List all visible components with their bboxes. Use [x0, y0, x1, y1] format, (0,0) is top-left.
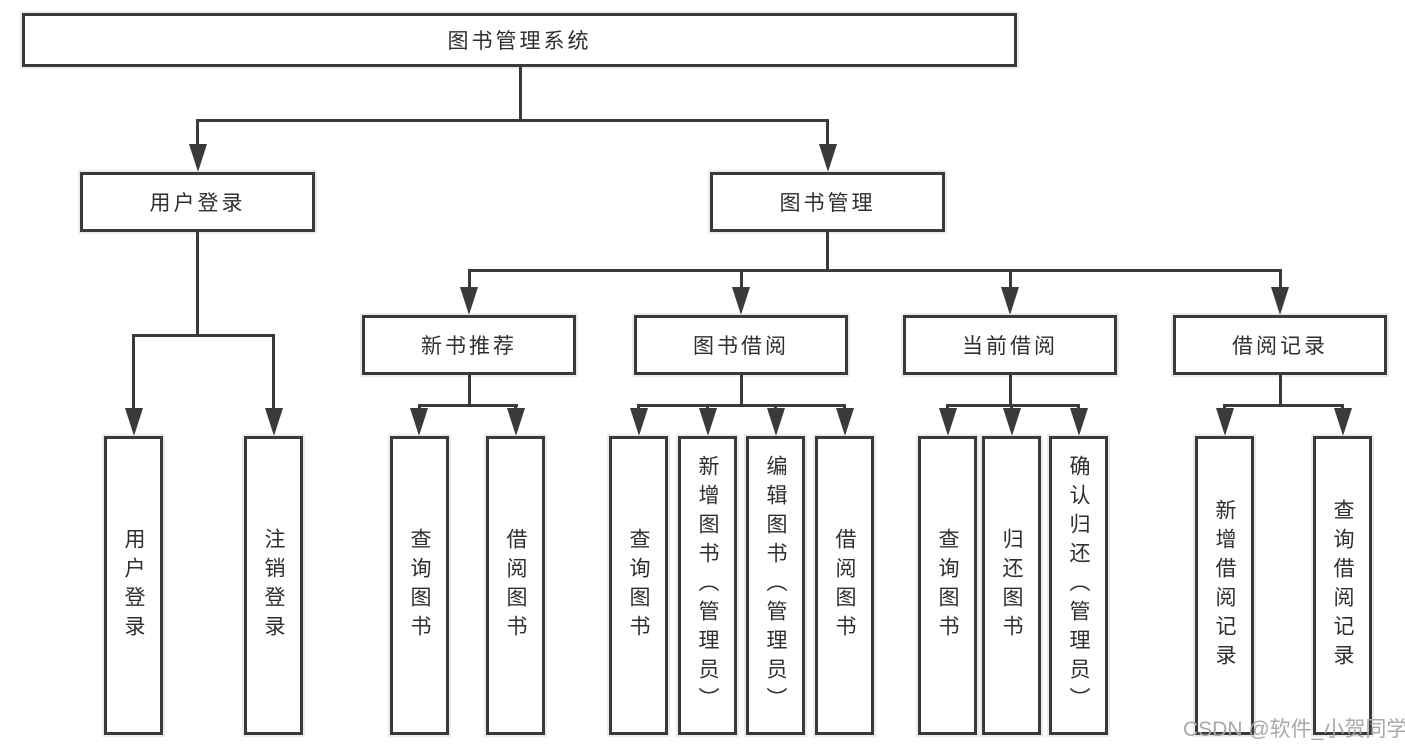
- leaf-query-book-recommend-label: 查询图书: [408, 527, 431, 644]
- node-book-management: 图书管理: [710, 172, 945, 232]
- connector-root-trunk: [518, 67, 522, 120]
- connector-book-management-trunk: [826, 232, 829, 270]
- connector-borrow-records-branch: [1223, 403, 1344, 407]
- leaf-logout: 注销登录: [244, 436, 303, 735]
- node-user-login-label: 用户登录: [149, 192, 246, 215]
- leaf-user-login: 用户登录: [104, 436, 163, 735]
- leaf-borrow-book-borrow: 借阅图书: [815, 436, 874, 735]
- watermark: CSDN @软件_小贺同学: [1183, 718, 1405, 741]
- connector-user-login-trunk: [196, 232, 199, 335]
- arrowhead-query-book-1: [410, 408, 428, 436]
- arrowhead-book-management: [818, 144, 837, 172]
- arrowhead-book-borrow: [732, 287, 750, 315]
- node-book-management-label: 图书管理: [779, 192, 876, 215]
- arrowhead-add-book: [698, 408, 717, 436]
- node-library-system: 图书管理系统: [22, 13, 1017, 67]
- connector-current-borrow-trunk: [1008, 375, 1012, 405]
- connector-new-book-branch: [417, 403, 518, 407]
- leaf-add-book-admin-label: 新增图书（管理员）: [696, 455, 719, 716]
- connector-current-borrow-branch: [946, 403, 1080, 407]
- leaf-user-login-label: 用户登录: [122, 527, 145, 644]
- leaf-query-book-current: 查询图书: [918, 436, 977, 735]
- arrowhead-confirm-return: [1069, 408, 1088, 436]
- leaf-edit-book-admin: 编辑图书（管理员）: [746, 436, 805, 735]
- node-current-borrow-label: 当前借阅: [962, 335, 1058, 358]
- connector-book-management-drop-2: [739, 270, 743, 292]
- leaf-borrow-book-recommend-label: 借阅图书: [504, 527, 527, 644]
- leaf-return-book-label: 归还图书: [1000, 527, 1023, 644]
- leaf-borrow-book-recommend: 借阅图书: [486, 436, 545, 735]
- connector-book-management-drop-3: [1008, 270, 1012, 292]
- arrowhead-return-book: [1002, 408, 1021, 436]
- node-book-borrow: 图书借阅: [634, 315, 848, 375]
- connector-borrow-records-trunk: [1278, 375, 1282, 405]
- node-new-book-recommend-label: 新书推荐: [421, 335, 517, 358]
- connector-user-login-branch: [132, 333, 275, 337]
- connector-user-login-drop-1: [132, 335, 135, 410]
- node-new-book-recommend: 新书推荐: [362, 315, 576, 375]
- leaf-query-book-borrow-label: 查询图书: [627, 527, 650, 644]
- arrowhead-current-borrow: [1001, 287, 1019, 315]
- connector-book-borrow-branch: [637, 403, 846, 407]
- connector-user-login-drop-2: [272, 335, 275, 410]
- connector-book-management-drop-1: [467, 270, 471, 292]
- connector-root-drop-2: [826, 120, 829, 148]
- connector-new-book-trunk: [467, 375, 471, 405]
- leaf-confirm-return-admin-label: 确认归还（管理员）: [1067, 455, 1090, 716]
- arrowhead-borrow-book-2: [835, 408, 854, 436]
- arrowhead-user-login: [188, 144, 207, 172]
- leaf-logout-label: 注销登录: [262, 527, 285, 644]
- arrowhead-leaf-logout: [264, 408, 283, 436]
- leaf-confirm-return-admin: 确认归还（管理员）: [1049, 436, 1108, 735]
- arrowhead-query-book-2: [629, 408, 648, 436]
- connector-root-branch: [196, 118, 829, 122]
- arrowhead-leaf-user-login: [124, 408, 143, 436]
- connector-book-management-branch: [467, 268, 1282, 272]
- node-library-system-label: 图书管理系统: [447, 30, 592, 53]
- node-user-login: 用户登录: [80, 172, 315, 232]
- leaf-add-borrow-record-label: 新增借阅记录: [1213, 498, 1236, 673]
- leaf-query-book-current-label: 查询图书: [936, 527, 959, 644]
- arrowhead-query-record: [1333, 408, 1352, 436]
- node-borrow-records-label: 借阅记录: [1232, 335, 1328, 358]
- leaf-add-borrow-record: 新增借阅记录: [1195, 436, 1254, 735]
- connector-root-drop-1: [196, 120, 199, 148]
- leaf-return-book: 归还图书: [982, 436, 1041, 735]
- arrowhead-new-book-recommend: [460, 287, 478, 315]
- arrowhead-add-record: [1215, 408, 1234, 436]
- arrowhead-edit-book: [766, 408, 785, 436]
- leaf-query-borrow-record-label: 查询借阅记录: [1331, 498, 1354, 673]
- node-book-borrow-label: 图书借阅: [693, 335, 789, 358]
- leaf-query-book-recommend: 查询图书: [390, 436, 449, 735]
- arrowhead-query-book-3: [938, 408, 957, 436]
- arrowhead-borrow-records: [1271, 287, 1289, 315]
- leaf-edit-book-admin-label: 编辑图书（管理员）: [764, 455, 787, 716]
- node-current-borrow: 当前借阅: [903, 315, 1117, 375]
- connector-book-management-drop-4: [1278, 270, 1282, 292]
- leaf-borrow-book-borrow-label: 借阅图书: [833, 527, 856, 644]
- leaf-query-book-borrow: 查询图书: [609, 436, 668, 735]
- connector-book-borrow-trunk: [739, 375, 743, 405]
- arrowhead-borrow-book-1: [506, 408, 525, 436]
- leaf-query-borrow-record: 查询借阅记录: [1313, 436, 1372, 735]
- node-borrow-records: 借阅记录: [1173, 315, 1387, 375]
- leaf-add-book-admin: 新增图书（管理员）: [678, 436, 737, 735]
